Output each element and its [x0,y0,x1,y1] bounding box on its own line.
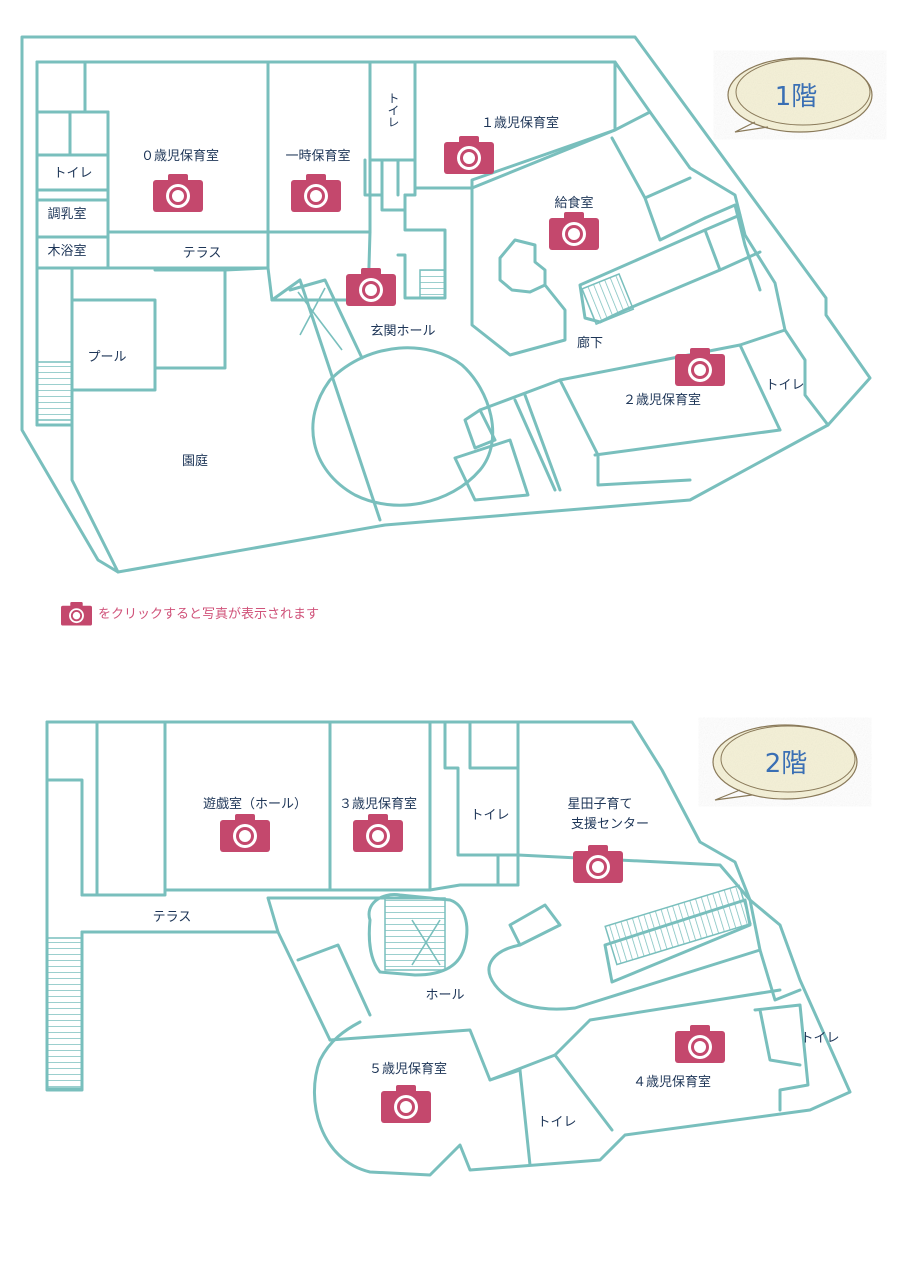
camera-icon-kitchen[interactable] [549,212,599,250]
label-formula-room: 調乳室 [47,206,86,222]
legend: をクリックすると写真が表示されます [61,602,319,626]
floor2-title-bubble [712,724,858,801]
label-temp-care: 一時保育室 [285,148,350,164]
camera-icon-entrance-hall[interactable] [346,268,396,306]
floor2-title: 2階 [765,749,808,779]
camera-icon [61,602,92,626]
label-room-4: ４歳児保育室 [633,1074,711,1090]
label-toilet-bottom-2f: トイレ [537,1115,576,1130]
label-hall-2f: ホール [425,988,464,1003]
camera-icon-room-1[interactable] [444,136,494,174]
camera-icon-room-3[interactable] [353,814,403,852]
label-room-0: ０歳児保育室 [141,148,219,164]
label-toilet-vertical: トイレ [386,92,400,128]
label-play-room: 遊戯室（ホール） [203,796,307,812]
label-garden: 園庭 [182,453,208,469]
label-room-3: ３歳児保育室 [339,796,417,812]
floor1-title-bubble [727,57,873,133]
camera-icon-room-4[interactable] [675,1025,725,1063]
label-bath-room: 木浴室 [47,243,86,259]
label-pool: プール [87,350,126,365]
camera-icon-temp-care[interactable] [291,174,341,212]
label-room-2: ２歳児保育室 [623,392,701,408]
floor2-plan [45,720,852,1177]
label-toilet-right-2f: トイレ [800,1031,839,1046]
camera-icon-room-2[interactable] [675,348,725,386]
label-support-center-2: 支援センター [571,817,649,832]
label-toilet-right-1f: トイレ [765,378,804,393]
label-corridor: 廊下 [577,335,603,351]
label-toilet-left: トイレ [53,166,92,181]
label-entrance-hall: 玄関ホール [370,324,435,339]
camera-icon-play-room[interactable] [220,814,270,852]
legend-text: をクリックすると写真が表示されます [98,607,319,622]
label-toilet-top-2f: トイレ [470,808,509,823]
label-terrace-1f: テラス [183,246,222,261]
label-support-center-1: 星田子育て [567,796,632,812]
floor1-title: 1階 [775,82,818,112]
camera-icon-room-0[interactable] [153,174,203,212]
label-terrace-2f: テラス [153,910,192,925]
label-kitchen: 給食室 [554,195,593,211]
label-room-5: ５歳児保育室 [369,1061,447,1077]
camera-icon-room-5[interactable] [381,1085,431,1123]
label-room-1: １歳児保育室 [481,115,559,131]
camera-icon-support-center[interactable] [573,845,623,883]
